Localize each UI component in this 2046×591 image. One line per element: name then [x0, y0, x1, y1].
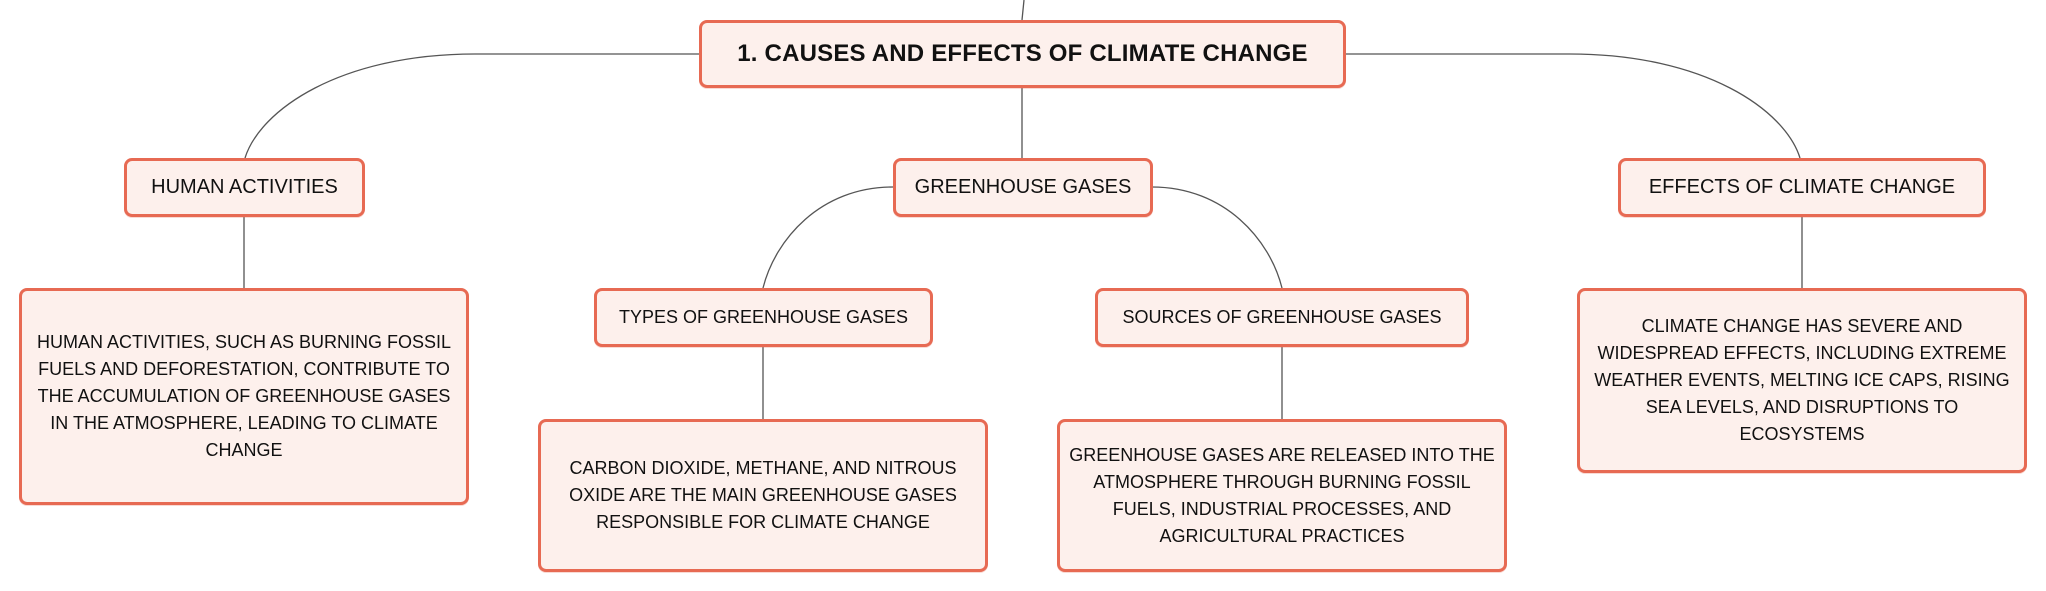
connector-greenhouse-sources	[1151, 186, 1283, 289]
connector-root-human	[244, 53, 699, 159]
types-detail-text: CARBON DIOXIDE, METHANE, AND NITROUS OXI…	[569, 458, 957, 532]
root-topic-label: 1. CAUSES AND EFFECTS OF CLIMATE CHANGE	[737, 40, 1308, 67]
topic-greenhouse-gases-label: GREENHOUSE GASES	[914, 176, 1132, 198]
subtopic-types-of-greenhouse-gases[interactable]: TYPES OF GREENHOUSE GASES	[594, 288, 933, 347]
effects-detail-text: CLIMATE CHANGE HAS SEVERE AND WIDESPREAD…	[1594, 316, 2010, 444]
topic-effects-of-climate-change[interactable]: EFFECTS OF CLIMATE CHANGE	[1618, 158, 1986, 217]
topic-human-activities-label: HUMAN ACTIVITIES	[151, 176, 338, 198]
subtopic-sources-of-greenhouse-gases[interactable]: SOURCES OF GREENHOUSE GASES	[1095, 288, 1469, 347]
sources-detail-node[interactable]: GREENHOUSE GASES ARE RELEASED INTO THE A…	[1057, 419, 1507, 572]
human-activities-detail-text: HUMAN ACTIVITIES, SUCH AS BURNING FOSSIL…	[36, 332, 452, 460]
parent-connector	[1021, 0, 1025, 21]
types-detail-node[interactable]: CARBON DIOXIDE, METHANE, AND NITROUS OXI…	[538, 419, 988, 572]
root-topic-node[interactable]: 1. CAUSES AND EFFECTS OF CLIMATE CHANGE	[699, 20, 1346, 88]
topic-human-activities[interactable]: HUMAN ACTIVITIES	[124, 158, 365, 217]
connector-root-effects	[1346, 53, 1801, 159]
human-activities-detail-node[interactable]: HUMAN ACTIVITIES, SUCH AS BURNING FOSSIL…	[19, 288, 469, 505]
types-of-greenhouse-gases-label: TYPES OF GREENHOUSE GASES	[618, 307, 909, 327]
sources-of-greenhouse-gases-label: SOURCES OF GREENHOUSE GASES	[1122, 307, 1442, 327]
connector-greenhouse-types	[762, 186, 894, 289]
topic-greenhouse-gases[interactable]: GREENHOUSE GASES	[893, 158, 1153, 217]
effects-detail-node[interactable]: CLIMATE CHANGE HAS SEVERE AND WIDESPREAD…	[1577, 288, 2027, 473]
sources-detail-text: GREENHOUSE GASES ARE RELEASED INTO THE A…	[1069, 444, 1495, 546]
topic-effects-label: EFFECTS OF CLIMATE CHANGE	[1648, 176, 1956, 198]
